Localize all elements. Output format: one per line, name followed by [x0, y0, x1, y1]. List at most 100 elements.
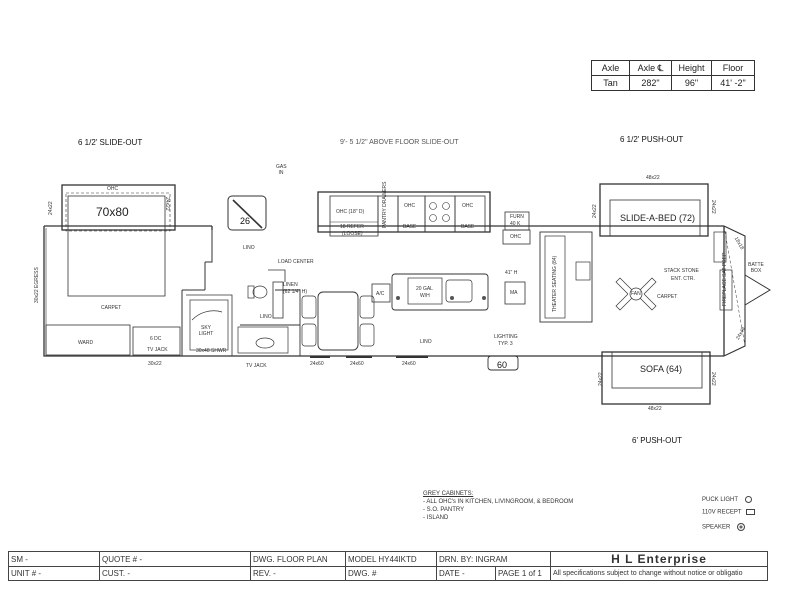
dim-label: 24x60 — [310, 361, 324, 367]
hall-lino-label: LINO — [243, 245, 255, 251]
ohc-18-label: OHC (18" D) — [336, 209, 365, 215]
page-cell: PAGE 1 of 1 — [495, 566, 551, 581]
load-center-label: LOAD CENTER — [278, 259, 314, 265]
notes-item: - S.O. PANTRY — [423, 507, 465, 513]
gas-inlet-label: GAS IN — [276, 164, 287, 176]
entry-door-label: 60 — [497, 360, 508, 370]
bath-lino-label: LINO — [260, 314, 272, 320]
notes-heading: GREY CABINETS: — [423, 491, 474, 497]
brand-cell: H L Enterprise — [550, 551, 768, 567]
sky-light-label: SKY LIGHT — [198, 325, 214, 337]
quote-cell: QUOTE # - — [99, 551, 251, 567]
refer-label: 18 REFER — [340, 224, 364, 230]
ent-ctr-label: ENT. CTR. — [671, 276, 695, 282]
sofa-label: SOFA (64) — [640, 364, 683, 374]
speaker-icon — [737, 523, 746, 531]
linen-height-label: (62 1/4" H) — [283, 289, 308, 295]
right-push-bottom-heading: 6' PUSH-OUT — [632, 436, 682, 445]
water-heater-label: W/H — [420, 293, 430, 299]
bed-size-label: 70x80 — [96, 205, 129, 219]
spec-header-height: Height — [671, 60, 712, 76]
lighting-typ-label: TYP. 3 — [498, 341, 513, 347]
slide-a-bed-label: SLIDE-A-BED (72) — [620, 213, 696, 223]
six-dc-label: 6 DC — [150, 336, 162, 342]
spec-header-axle: Axle — [591, 60, 630, 76]
customer-cell: CUST. - — [99, 566, 251, 581]
pantry-label: PANTRY DRAWERS — [382, 181, 388, 229]
fireplace-label: FIREPLACE SAT PREP — [722, 252, 728, 306]
spec-header-floor: Floor — [711, 60, 755, 76]
left-slide-heading: 6 1/2' SLIDE-OUT — [78, 138, 143, 147]
unit-cell: UNIT # - — [8, 566, 100, 581]
dim-label: 24x60 — [402, 361, 416, 367]
dim-label: 24x22 — [598, 372, 604, 386]
dim-label: 24x22 — [592, 204, 598, 218]
legend-puck-light-label: PUCK LIGHT — [702, 497, 738, 504]
bed-ohc-label: OHC — [107, 186, 119, 192]
fan-label: FAN — [631, 291, 641, 297]
spec-value-axle-center: 282" — [629, 75, 672, 91]
drawing-number-cell: DWG. # — [345, 566, 437, 581]
dim-label: 24x60 — [350, 361, 364, 367]
furnace-label: FURN — [510, 214, 524, 220]
title-block: SM - QUOTE # - DWG. FLOOR PLAN MODEL HY4… — [8, 551, 768, 581]
sm-cell: SM - — [8, 551, 100, 567]
furnace-btu-label: 40 K — [510, 221, 521, 227]
kitchen-base-label: BASE — [461, 224, 475, 230]
water-heater-gal-label: 20 GAL — [416, 286, 433, 292]
ma-label: MA — [510, 290, 518, 296]
spec-table: Axle Axle ℄ Height Floor Tan 282" 96" 41… — [591, 60, 755, 91]
dim-label: 24x22 — [48, 201, 54, 215]
legend-speaker-label: SPEAKER — [702, 524, 731, 531]
legend-receptacle-label: 110V RECEPT — [702, 509, 742, 516]
model-cell: MODEL HY44IKTD — [345, 551, 437, 567]
stack-stone-label: STACK STONE — [664, 268, 699, 274]
spec-value-height: 96" — [671, 75, 712, 91]
linen-label: LINEN — [283, 282, 298, 288]
dwg-cell: DWG. FLOOR PLAN — [250, 551, 346, 567]
living-carpet-label: CARPET — [657, 294, 678, 300]
kitchen-ohc-label: OHC — [462, 203, 474, 209]
refer-loose-label: (LOOSE) — [342, 231, 363, 237]
dim-label: 24x22 — [164, 197, 170, 211]
battery-box-label: BATTE BOX — [748, 262, 764, 274]
spec-value-floor: 41' -2" — [711, 75, 755, 91]
legend-puck-light: PUCK LIGHT — [702, 496, 752, 503]
dim-label: 48x22 — [648, 406, 662, 412]
dim-label: 30x22 — [148, 361, 162, 367]
dim-label: 24x22 — [710, 372, 716, 386]
disclaimer-cell: All specifications subject to change wit… — [550, 566, 768, 581]
egress-window-label: 30x22 EGRESS — [34, 267, 40, 303]
spec-header-axle-center: Axle ℄ — [629, 60, 672, 76]
center-slide-heading: 9'- 5 1/2" ABOVE FLOOR SLIDE-OUT — [340, 139, 459, 146]
kitchen-ohc-label: OHC — [404, 203, 416, 209]
title-block-row: SM - QUOTE # - DWG. FLOOR PLAN MODEL HY4… — [8, 551, 768, 567]
puck-light-icon — [744, 496, 752, 503]
spec-value-row: Tan 282" 96" 41' -2" — [591, 75, 755, 91]
revision-cell: REV. - — [250, 566, 346, 581]
ac-label: A/C — [376, 291, 385, 297]
title-block-row: UNIT # - CUST. - REV. - DWG. # DATE - PA… — [8, 566, 768, 581]
notes-item: - ISLAND — [423, 515, 449, 521]
date-cell: DATE - — [436, 566, 496, 581]
spec-value-axle: Tan — [591, 75, 630, 91]
dim-label: 24x22 — [710, 200, 716, 214]
legend-speaker: SPEAKER — [702, 523, 746, 531]
right-push-top-heading: 6 1/2' PUSH-OUT — [620, 135, 684, 144]
notes-item: - ALL OHC's IN KITCHEN, LIVINGROOM, & BE… — [423, 499, 574, 505]
living-lino-label: LINO — [420, 339, 432, 345]
stair-label: 26 — [240, 216, 251, 226]
lighting-label: LIGHTING — [494, 334, 518, 340]
wardrobe-label: WARD — [78, 340, 94, 346]
tv-jack-label: TV JACK — [147, 347, 168, 353]
height-41-label: 41" H — [505, 270, 518, 276]
legend-receptacle: 110V RECEPT — [702, 509, 756, 516]
bedroom-carpet-label: CARPET — [101, 305, 122, 311]
cabinet-notes: GREY CABINETS: - ALL OHC's IN KITCHEN, L… — [423, 490, 573, 522]
drawn-by-cell: DRN. BY: INGRAM — [436, 551, 551, 567]
spec-header-row: Axle Axle ℄ Height Floor — [591, 60, 755, 76]
kitchen-base-label: BASE — [403, 224, 417, 230]
receptacle-icon — [746, 509, 756, 515]
theater-seating-label: THEATER SEATING (84) — [552, 255, 558, 312]
